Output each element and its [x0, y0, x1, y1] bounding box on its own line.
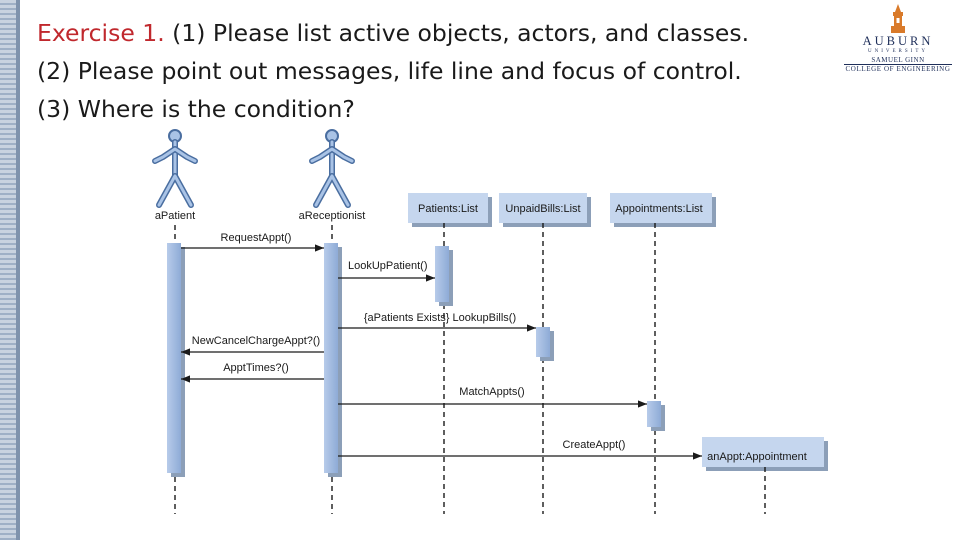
object-anappt-appointment: anAppt:Appointment	[702, 437, 828, 471]
object-unpaidbills-list: UnpaidBills:List	[499, 193, 591, 227]
actor-areceptionist: aReceptionist	[299, 129, 366, 222]
message-label-requestappt: RequestAppt()	[221, 232, 292, 244]
object-label: Appointments:List	[615, 203, 702, 215]
message-label-matchappts: MatchAppts()	[459, 386, 524, 398]
message-label-createappt: CreateAppt()	[563, 439, 626, 451]
slide-heading: Exercise 1. (1) Please list active objec…	[37, 14, 749, 128]
heading-line-1: Exercise 1. (1) Please list active objec…	[37, 14, 749, 52]
heading-line-1-text: (1) Please list active objects, actors, …	[164, 19, 750, 47]
activation-patients-list	[435, 246, 453, 306]
activation-appointments-list	[647, 401, 665, 431]
stick-figure-icon	[152, 129, 198, 208]
activation-unpaidbills-list	[536, 327, 554, 361]
object-label: UnpaidBills:List	[505, 203, 580, 215]
logo-name: AUBURN	[862, 34, 934, 48]
logo-university: UNIVERSITY	[868, 49, 928, 54]
actor-label: aPatient	[155, 210, 195, 222]
object-label: Patients:List	[418, 203, 478, 215]
heading-accent: Exercise 1.	[37, 19, 165, 47]
activation-areceptionist	[324, 243, 342, 477]
actor-label: aReceptionist	[299, 210, 366, 222]
logo-sub-2: COLLEGE OF ENGINEERING	[844, 64, 952, 73]
activation-apatient	[167, 243, 185, 477]
object-appointments-list: Appointments:List	[610, 193, 716, 227]
auburn-logo: AUBURN UNIVERSITY SAMUEL GINN COLLEGE OF…	[842, 4, 954, 86]
message-label-lookupbills: {aPatients Exists} LookupBills()	[364, 312, 516, 324]
tower-icon	[891, 4, 905, 33]
message-label-lookuppatient: LookUpPatient()	[348, 260, 428, 272]
object-patients-list: Patients:List	[408, 193, 492, 227]
message-label-appttimes: ApptTimes?()	[223, 362, 289, 374]
heading-line-3: (3) Where is the condition?	[37, 95, 355, 123]
object-label: anAppt:Appointment	[707, 451, 807, 463]
heading-line-2: (2) Please point out messages, life line…	[37, 57, 742, 85]
logo-sub-1: SAMUEL GINN	[871, 56, 925, 64]
slide-left-border	[0, 0, 20, 540]
stick-figure-icon	[309, 129, 355, 208]
actor-apatient: aPatient	[152, 129, 198, 222]
message-label-newcancelchargeappt: NewCancelChargeAppt?()	[192, 335, 320, 347]
